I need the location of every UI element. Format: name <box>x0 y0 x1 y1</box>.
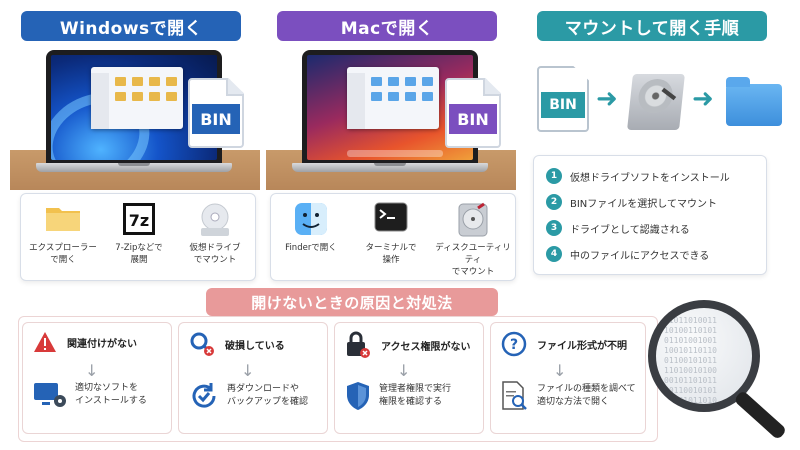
svg-text:7z: 7z <box>129 211 149 230</box>
arrow-right-icon: ➜ <box>692 84 714 114</box>
step-number: 4 <box>546 246 562 262</box>
option-virtual-drive[interactable]: 仮想ドライブ でマウント <box>179 202 251 266</box>
trouble-fix: 管理者権限で実行 権限を確認する <box>379 384 452 407</box>
7zip-icon: 7z <box>122 202 156 238</box>
trouble-header: 開けないときの原因と対処法 <box>206 288 498 316</box>
step-number: 3 <box>546 220 562 236</box>
bin-file-icon: BIN <box>445 78 501 148</box>
terminal-icon <box>374 202 408 238</box>
option-label: ターミナルで 操作 <box>365 243 417 265</box>
arrow-down-icon: ↓ <box>85 361 99 380</box>
mount-bin-file-icon: BIN <box>537 66 589 132</box>
trouble-card-corrupted: 破損している ↓ 再ダウンロードや バックアップを確認 <box>178 322 328 434</box>
bin-file-label: BIN <box>449 104 497 134</box>
lock-error-icon <box>347 331 370 358</box>
arrow-right-icon: ➜ <box>596 84 618 114</box>
mac-dock <box>347 150 443 157</box>
trouble-title: アクセス権限がない <box>381 341 471 353</box>
folder-icon <box>726 77 782 126</box>
windows-header: Windowsで開く <box>21 11 241 41</box>
mount-header: マウントして開く手順 <box>537 11 767 41</box>
trouble-fix: 適切なソフトを インストールする <box>75 383 147 406</box>
option-explorer[interactable]: エクスプローラー で開く <box>27 202 99 266</box>
option-label: エクスプローラー で開く <box>29 243 97 265</box>
option-finder[interactable]: Finderで開く <box>275 202 347 254</box>
trouble-title: ファイル形式が不明 <box>537 340 627 352</box>
magnifier-icon: 01011010011 10100110101 01101001001 1001… <box>648 300 760 412</box>
finder-icon <box>294 202 328 238</box>
trouble-card-unknown-format: ? ファイル形式が不明 ↓ ファイルの種類を調べて 適切な方法で開く <box>490 322 646 434</box>
disk-utility-icon <box>456 202 490 238</box>
hard-drive-icon <box>627 74 685 130</box>
trouble-title: 関連付けがない <box>67 338 137 350</box>
mac-header: Macで開く <box>277 11 497 41</box>
bin-file-icon: BIN <box>188 78 244 148</box>
step-number: 1 <box>546 168 562 184</box>
mac-screen <box>307 55 473 160</box>
file-search-icon <box>502 381 527 410</box>
mount-step: 1 仮想ドライブソフトをインストール <box>546 168 730 184</box>
step-number: 2 <box>546 194 562 210</box>
monitor-gear-icon <box>34 383 66 407</box>
svg-text:?: ? <box>510 337 518 353</box>
explorer-window <box>91 67 183 129</box>
question-icon: ? <box>501 331 527 357</box>
step-text: 仮想ドライブソフトをインストール <box>570 172 730 184</box>
shield-icon <box>347 382 369 410</box>
trouble-card-permission: アクセス権限がない ↓ 管理者権限で実行 権限を確認する <box>334 322 484 434</box>
trouble-title: 破損している <box>225 340 285 352</box>
arrow-down-icon: ↓ <box>553 361 567 380</box>
disc-drive-icon <box>197 202 233 238</box>
step-text: ドライブとして認識される <box>570 224 690 236</box>
refresh-check-icon <box>192 383 216 408</box>
option-7zip[interactable]: 7z 7-Zipなどで 展開 <box>103 202 175 266</box>
mount-bin-label: BIN <box>541 92 585 118</box>
search-error-icon <box>190 332 214 356</box>
option-label: 仮想ドライブ でマウント <box>189 243 241 265</box>
mount-step: 4 中のファイルにアクセスできる <box>546 246 709 262</box>
magnifier-handle <box>733 389 788 441</box>
folder-icon <box>45 202 81 238</box>
trouble-card-association: 関連付けがない ↓ 適切なソフトを インストールする <box>22 322 172 434</box>
finder-window <box>347 67 439 129</box>
arrow-down-icon: ↓ <box>397 361 411 380</box>
bin-file-label: BIN <box>192 104 240 134</box>
step-text: 中のファイルにアクセスできる <box>570 250 710 262</box>
trouble-fix: 再ダウンロードや バックアップを確認 <box>227 384 309 407</box>
mac-options-card: Finderで開く ターミナルで 操作 ディスクユーティリティ でマウント <box>270 193 516 281</box>
mount-step: 3 ドライブとして認識される <box>546 220 690 236</box>
windows-options-card: エクスプローラー で開く 7z 7-Zipなどで 展開 仮想ドライブ でマウント <box>20 193 256 281</box>
mount-steps-card: 1 仮想ドライブソフトをインストール 2 BINファイルを選択してマウント 3 … <box>533 155 767 275</box>
step-text: BINファイルを選択してマウント <box>570 198 717 210</box>
trouble-fix: ファイルの種類を調べて 適切な方法で開く <box>537 384 636 407</box>
option-disk-utility[interactable]: ディスクユーティリティ でマウント <box>433 202 513 278</box>
option-label: 7-Zipなどで 展開 <box>115 243 163 265</box>
warning-icon <box>34 332 56 352</box>
option-label: Finderで開く <box>285 243 337 253</box>
option-label: ディスクユーティリティ でマウント <box>435 243 511 277</box>
arrow-down-icon: ↓ <box>241 361 255 380</box>
mount-step: 2 BINファイルを選択してマウント <box>546 194 717 210</box>
option-terminal[interactable]: ターミナルで 操作 <box>355 202 427 266</box>
